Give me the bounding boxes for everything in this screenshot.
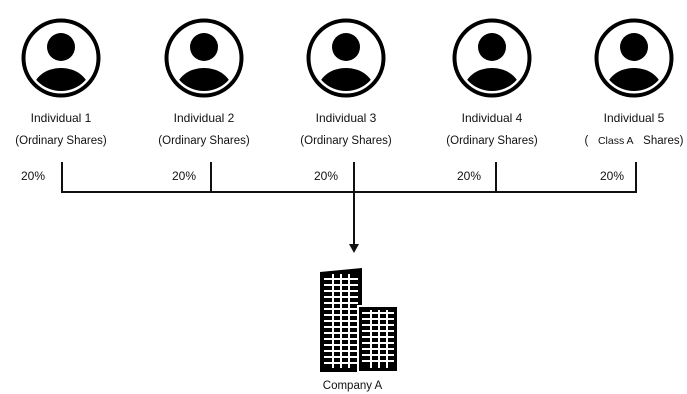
individual-name: Individual 3 (315, 111, 377, 125)
individual-name: Individual 1 (30, 111, 92, 125)
share-type-close: Shares) (643, 135, 684, 147)
ownership-connector-1 (61, 162, 63, 193)
person-avatar-icon (452, 18, 532, 98)
person-avatar-icon (164, 18, 244, 98)
ownership-percent-3: 20% (314, 169, 339, 183)
individual-2: Individual 2 (Ordinary Shares) (144, 0, 264, 148)
ownership-connector-4 (495, 162, 497, 193)
ownership-percent-5: 20% (600, 169, 625, 183)
individual-1: Individual 1 (Ordinary Shares) (1, 0, 121, 148)
share-type: (Ordinary Shares) (300, 135, 392, 147)
share-class: Class A (597, 135, 634, 147)
share-type-open: ( (584, 135, 589, 147)
ownership-percent-1: 20% (21, 169, 46, 183)
share-type: (Ordinary Shares) (446, 135, 538, 147)
share-type: (Ordinary Shares) (158, 135, 250, 147)
ownership-bus-line (61, 191, 637, 193)
ownership-percent-4: 20% (457, 169, 482, 183)
ownership-percent-2: 20% (172, 169, 197, 183)
individual-name: Individual 5 (603, 111, 665, 125)
individual-name: Individual 4 (461, 111, 523, 125)
person-avatar-icon (594, 18, 674, 98)
individual-5: Individual 5 ( Class A Shares) (574, 0, 687, 148)
office-building-icon (320, 268, 399, 372)
ownership-connector-2 (210, 162, 212, 193)
person-avatar-icon (21, 18, 101, 98)
ownership-connector-5 (635, 162, 637, 193)
individual-name: Individual 2 (173, 111, 235, 125)
arrow-down-icon (349, 191, 359, 253)
individual-4: Individual 4 (Ordinary Shares) (432, 0, 552, 148)
individual-3: Individual 3 (Ordinary Shares) (286, 0, 406, 148)
share-type: (Ordinary Shares) (15, 135, 107, 147)
share-type: ( Class A Shares) (574, 134, 687, 148)
person-avatar-icon (306, 18, 386, 98)
company-name: Company A (322, 380, 383, 392)
ownership-connector-3 (353, 162, 355, 193)
